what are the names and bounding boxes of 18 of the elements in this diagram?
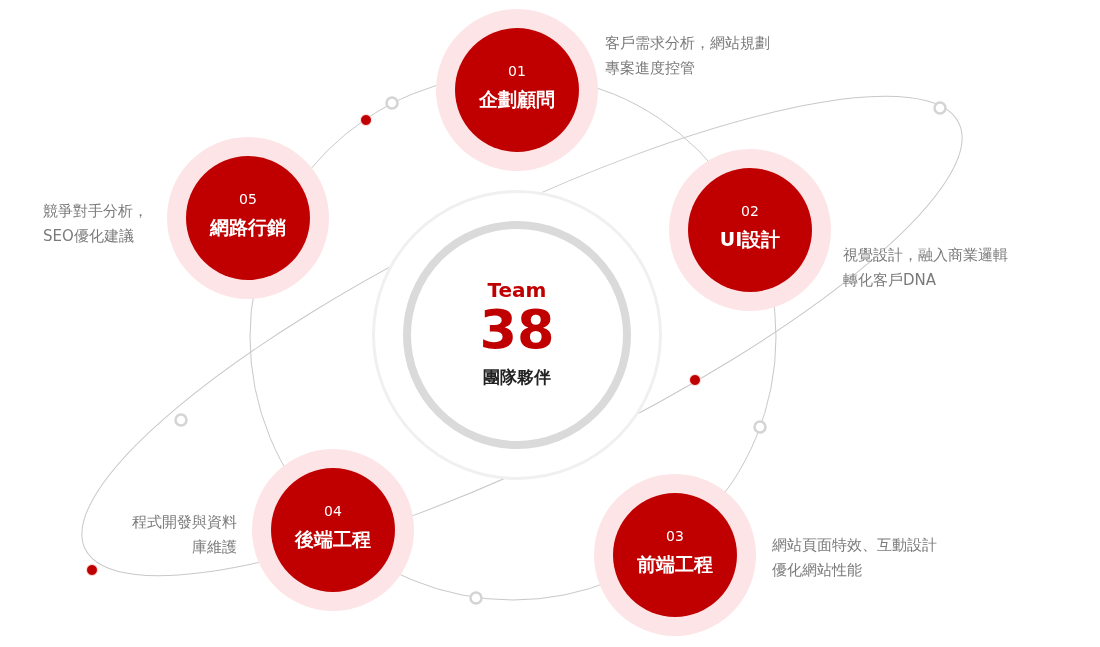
team-number: 38 (479, 302, 555, 358)
team-caption: 團隊夥伴 (483, 366, 551, 389)
description-text: 程式開發與資料庫維護 (131, 512, 237, 558)
step-number: 02 (741, 202, 759, 221)
step-number: 01 (508, 62, 526, 81)
service-title: 企劃顧問 (479, 87, 555, 111)
team-label: Team (487, 278, 547, 302)
description-text: 競爭對手分析，SEO優化建議 (43, 201, 149, 247)
service-title: 網路行銷 (210, 215, 286, 239)
service-title: UI設計 (719, 227, 781, 251)
service-title: 後端工程 (295, 527, 371, 551)
description-text: 網站頁面特效、互動設計優化網站性能 (772, 535, 938, 581)
description-text: 客戶需求分析，網站規劃專案進度控管 (605, 33, 771, 79)
service-title: 前端工程 (637, 552, 713, 576)
step-number: 04 (324, 502, 342, 521)
description-text: 視覺設計，融入商業邏輯轉化客戶DNA (843, 245, 1009, 291)
step-number: 05 (239, 190, 257, 209)
step-number: 03 (666, 527, 684, 546)
